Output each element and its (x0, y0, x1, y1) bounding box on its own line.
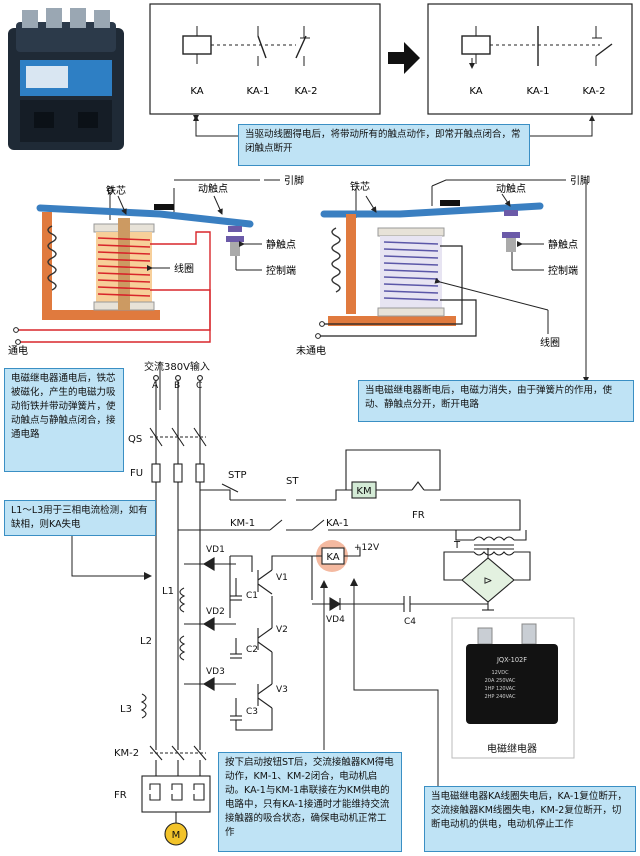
label-qs: QS (128, 434, 142, 445)
label-st: ST (286, 476, 299, 487)
part-rating-4: 2HP 240VAC (484, 694, 516, 700)
label-vd2: VD2 (206, 607, 225, 617)
part-model: JQX-102F (496, 656, 527, 664)
label-input: 交流380V输入 (144, 360, 210, 373)
circuit-labels: 交流380V输入 A B C QS FU STP ST KM FR KM-1 K… (114, 360, 461, 841)
label-c4: C4 (404, 617, 416, 627)
label-static-contact-left: 静触点 (266, 238, 296, 251)
caption-contact-action: 当驱动线圈得电后，将带动所有的触点动作，即常开触点闭合，常闭触点断开 (238, 124, 530, 166)
label-v3: V3 (276, 685, 288, 695)
svg-text:⊳: ⊳ (483, 574, 492, 587)
label-coil-right: 线圈 (540, 336, 560, 349)
label-moving-contact-right: 动触点 (496, 182, 526, 195)
panel-after-ka: KA (469, 86, 482, 97)
label-motor: M (172, 830, 181, 841)
contact-panel-before: KA KA-1 KA-2 (149, 3, 381, 115)
label-l1: L1 (162, 586, 174, 597)
label-ka1: KA-1 (326, 518, 349, 529)
label-control-end-right: 控制端 (548, 264, 578, 277)
panel-before-ka: KA (190, 86, 203, 97)
label-c3: C3 (246, 707, 258, 717)
label-v2: V2 (276, 625, 288, 635)
label-vd4: VD4 (326, 615, 345, 625)
part-rating-3: 1HP 120VAC (484, 686, 516, 692)
label-moving-contact-left: 动触点 (198, 182, 228, 195)
label-vd3: VD3 (206, 667, 225, 677)
label-12v: +12V (354, 543, 380, 553)
label-vd1: VD1 (206, 545, 225, 555)
relay-deenergized: 铁芯 动触点 引脚 静触点 控制端 线圈 未通电 (296, 174, 590, 357)
caption-energized-relay: 电磁继电器通电后，铁芯被磁化，产生的电磁力吸动衔铁并带动弹簧片，使动触点与静触点… (4, 368, 124, 472)
part-rating-2: 20A 250VAC (485, 678, 516, 684)
contactor-photo (8, 8, 124, 150)
label-stp: STP (228, 470, 247, 481)
panel-after-ka1: KA-1 (527, 86, 550, 97)
label-energized: 通电 (8, 344, 28, 357)
label-static-contact-right: 静触点 (548, 238, 578, 251)
caption-current-detect: L1～L3用于三相电流检测，如有缺相，则KA失电 (4, 500, 156, 536)
panel-before-ka1: KA-1 (247, 86, 270, 97)
label-km: KM (356, 486, 371, 497)
label-control-end-left: 控制端 (266, 264, 296, 277)
label-phase-b: B (174, 381, 180, 391)
label-t: T (453, 540, 461, 551)
contact-panel-after: KA KA-1 KA-2 (427, 3, 633, 115)
label-pin-left: 引脚 (284, 174, 304, 187)
caption-start-operation: 按下启动按钮ST后，交流接触器KM得电动作，KM-1、KM-2闭合，电动机启动。… (218, 752, 402, 852)
label-km2: KM-2 (114, 748, 139, 759)
panel-after-ka2: KA-2 (583, 86, 606, 97)
photo-caption: 电磁继电器 (487, 742, 537, 755)
motor-protection-circuit: ⊳ (140, 375, 531, 846)
relay-photo: JQX-102F 12VDC 20A 250VAC 1HP 120VAC 2HP… (451, 617, 575, 759)
label-l2: L2 (140, 636, 152, 647)
label-km1: KM-1 (230, 518, 255, 529)
label-ka: KA (326, 552, 339, 563)
label-phase-a: A (152, 381, 159, 391)
relay-energized: 铁芯 动触点 引脚 静触点 控制端 线圈 通电 (8, 174, 304, 357)
label-phase-c: C (196, 381, 202, 391)
caption-deenergized-relay: 当电磁继电器断电后，电磁力消失，由于弹簧片的作用，使动、静触点分开，断开电路 (358, 380, 634, 422)
label-coil-left: 线圈 (174, 262, 194, 275)
label-fu: FU (130, 468, 143, 479)
label-c1: C1 (246, 591, 258, 601)
label-l3: L3 (120, 704, 132, 715)
label-fr-bottom: FR (114, 790, 127, 801)
label-fr-top: FR (412, 510, 425, 521)
label-deenergized: 未通电 (296, 344, 326, 357)
caption-ka-loss: 当电磁继电器KA线圈失电后，KA-1复位断开，交流接触器KM线圈失电，KM-2复… (424, 786, 636, 852)
label-c2: C2 (246, 645, 258, 655)
label-v1: V1 (276, 573, 288, 583)
label-pin-right: 引脚 (570, 174, 590, 187)
panel-before-ka2: KA-2 (295, 86, 318, 97)
label-core-right: 铁芯 (350, 180, 370, 193)
transition-arrow-icon (388, 42, 420, 74)
label-core-left: 铁芯 (106, 184, 126, 197)
part-rating-1: 12VDC (491, 670, 509, 676)
